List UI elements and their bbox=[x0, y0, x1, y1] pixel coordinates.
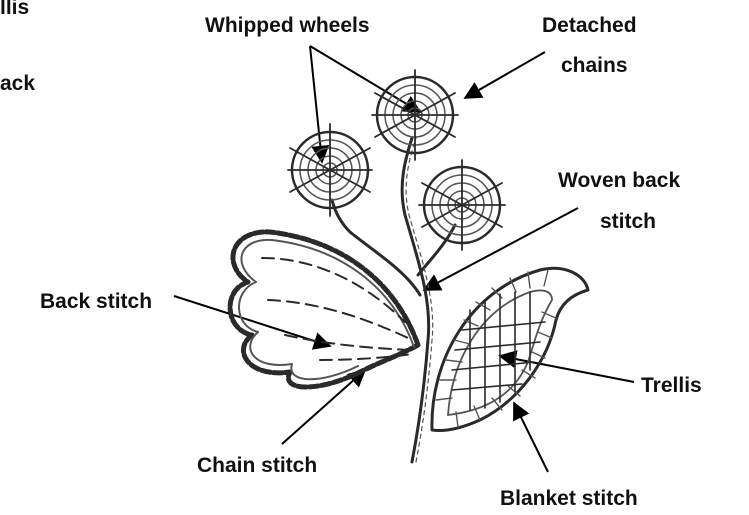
label-woven-back-stitch-line2: stitch bbox=[600, 210, 656, 233]
whipped-wheel-top bbox=[372, 70, 458, 160]
label-back-cut: ack bbox=[0, 72, 35, 95]
arrow-detached-chains bbox=[465, 52, 545, 98]
arrow-trellis bbox=[500, 356, 634, 382]
leaf-blanket-trellis bbox=[432, 268, 588, 430]
label-chain-stitch: Chain stitch bbox=[197, 454, 317, 477]
label-back-stitch: Back stitch bbox=[40, 290, 152, 313]
arrow-blanket-stitch bbox=[514, 403, 548, 472]
label-whipped-wheels: Whipped wheels bbox=[205, 14, 370, 37]
blanket-stitch-rays bbox=[436, 270, 556, 427]
arrow-whipped-wheels-left bbox=[310, 46, 322, 162]
label-trellis-cut: llis bbox=[0, 0, 29, 19]
label-trellis: Trellis bbox=[641, 374, 702, 397]
whipped-wheel-left bbox=[288, 124, 372, 216]
label-woven-back-stitch-line1: Woven back bbox=[558, 169, 680, 192]
leaf-fan-chain-stitch bbox=[230, 232, 418, 387]
whipped-wheel-right bbox=[419, 160, 505, 250]
arrow-chain-stitch bbox=[282, 370, 365, 444]
label-detached-chains-line2: chains bbox=[561, 54, 628, 77]
label-detached-chains-line1: Detached bbox=[542, 14, 637, 37]
label-blanket-stitch: Blanket stitch bbox=[500, 487, 638, 510]
